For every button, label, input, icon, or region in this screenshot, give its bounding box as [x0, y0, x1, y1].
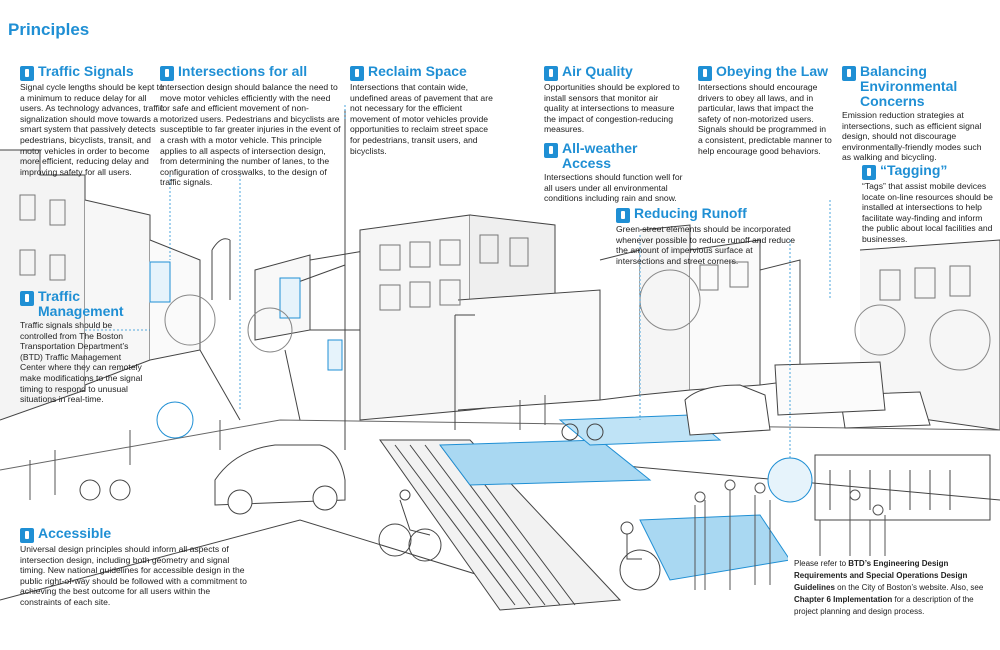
sensor-icon — [544, 66, 558, 81]
law-icon — [698, 66, 712, 81]
principle-title: Obeying the Law — [716, 63, 829, 79]
tag-icon — [862, 165, 876, 180]
runoff-icon — [616, 208, 630, 223]
principle-tagging: “Tagging” “Tags” that assist mobile devi… — [862, 163, 994, 245]
principle-title: All-weather Access — [562, 140, 638, 171]
principle-text: Intersections should function well for a… — [544, 172, 683, 204]
principle-text: Signal cycle lengths should be kept to a… — [20, 82, 165, 177]
leaf-icon — [842, 66, 856, 81]
principle-air-quality: Air Quality Opportunities should be expl… — [544, 64, 684, 135]
note-chapter: Chapter 6 Implementation — [794, 595, 893, 604]
principle-environmental: Balancing Environmental Concerns Emissio… — [842, 64, 992, 163]
principle-title: Accessible — [38, 525, 112, 541]
principle-intersections: Intersections for all Intersection desig… — [160, 64, 342, 188]
principle-text: Emission reduction strategies at interse… — [842, 110, 982, 163]
page-title: Principles — [8, 20, 90, 39]
principle-title: Reclaim Space — [368, 63, 467, 79]
walk-icon — [350, 66, 364, 81]
principle-text: Intersection design should balance the n… — [160, 82, 341, 188]
reference-note: Please refer to BTD’s Engineering Design… — [788, 556, 1000, 620]
principle-runoff: Reducing Runoff Green street elements sh… — [616, 206, 800, 266]
note-text: Please refer to — [794, 559, 849, 568]
principle-title: Traffic Management — [38, 288, 124, 319]
pedestrian-icon — [160, 66, 174, 81]
weather-icon — [544, 143, 558, 158]
principle-title: Reducing Runoff — [634, 205, 747, 221]
principle-title: Traffic Signals — [38, 63, 134, 79]
principle-title: Air Quality — [562, 63, 633, 79]
principle-traffic-management: Traffic Management Traffic signals shoul… — [20, 289, 144, 405]
principle-traffic-signals: Traffic Signals Signal cycle lengths sho… — [20, 64, 166, 177]
principle-text: Opportunities should be explored to inst… — [544, 82, 680, 135]
principle-all-weather: All-weather Access Intersections should … — [544, 141, 686, 204]
principle-title: Balancing Environmental Concerns — [860, 63, 958, 109]
note-reference: BTD’s Engineering Design Requirements an… — [794, 559, 968, 592]
principle-accessible: Accessible Universal design principles s… — [20, 526, 248, 608]
principle-reclaim-space: Reclaim Space Intersections that contain… — [350, 64, 500, 156]
management-icon — [20, 291, 34, 306]
accessible-icon — [20, 528, 34, 543]
principle-text: “Tags” that assist mobile devices locate… — [862, 181, 993, 244]
principle-obeying-law: Obeying the Law Intersections should enc… — [698, 64, 832, 156]
principle-text: Green street elements should be incorpor… — [616, 224, 795, 266]
principle-title: Intersections for all — [178, 63, 308, 79]
note-text: for a description of the project plannin… — [794, 595, 974, 616]
principle-text: Universal design principles should infor… — [20, 544, 247, 607]
signal-icon — [20, 66, 34, 81]
note-text: on the City of Boston’s website. Also, s… — [834, 583, 984, 592]
principle-text: Intersections should encourage drivers t… — [698, 82, 832, 156]
principle-title: “Tagging” — [880, 162, 948, 178]
principle-text: Traffic signals should be controlled fro… — [20, 320, 143, 405]
principle-text: Intersections that contain wide, undefin… — [350, 82, 493, 156]
